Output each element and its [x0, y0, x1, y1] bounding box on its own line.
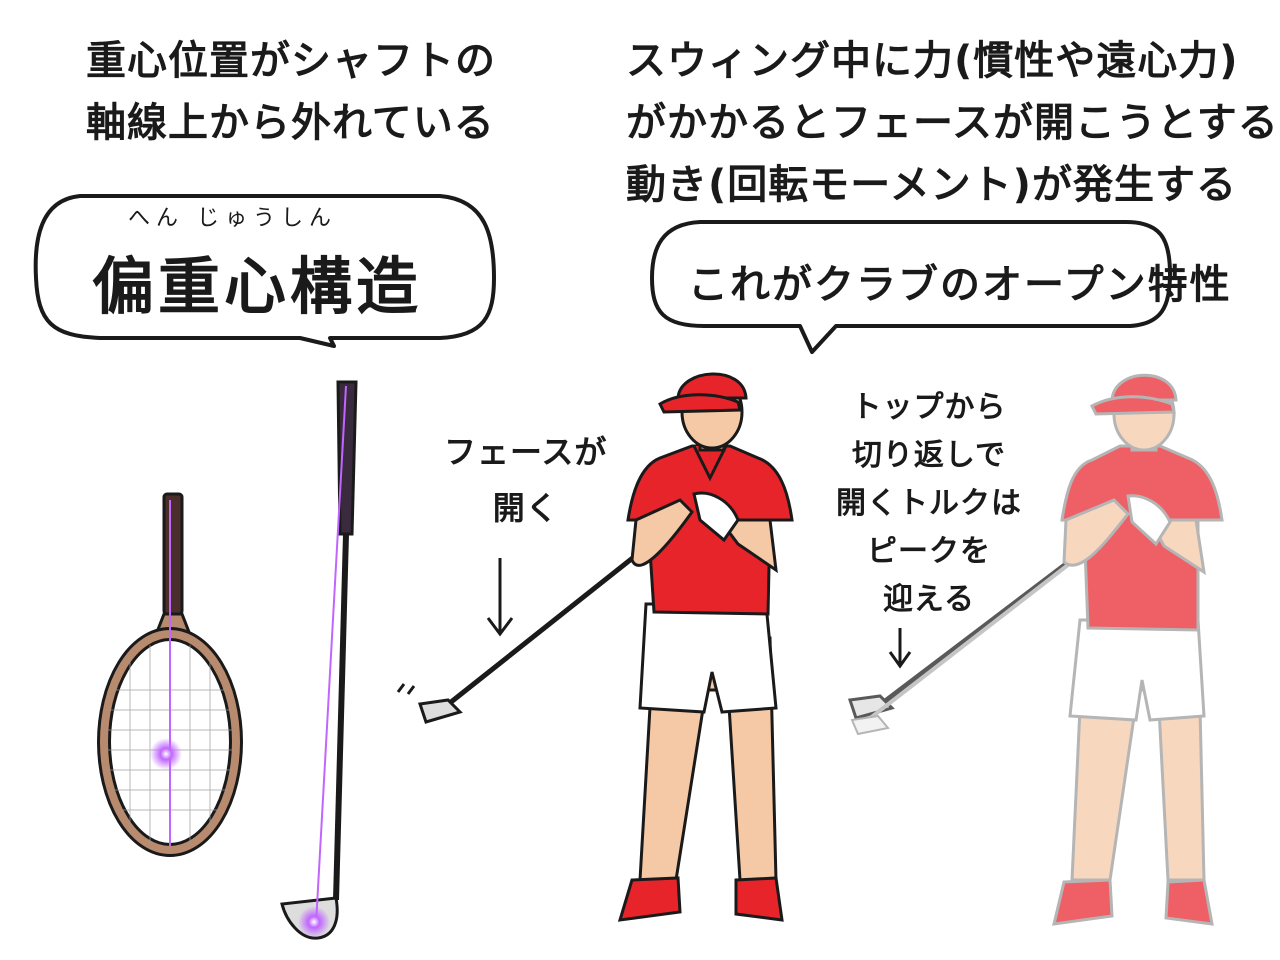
caption-right-line2: がかかるとフェースが開こうとする [626, 100, 1279, 146]
caption-right-line3: 動き(回転モーメント)が発生する [626, 162, 1237, 208]
speech-bubble-right [650, 220, 1172, 354]
label-torque-line5: 迎える [882, 582, 976, 617]
speech-bubble-left [33, 194, 496, 348]
golfer-figure-front [396, 372, 794, 922]
arrow-down-icon-face-open [486, 558, 514, 637]
caption-left-line1: 重心位置がシャフトの [86, 38, 496, 84]
club-center-of-gravity-icon [298, 906, 330, 938]
label-face-open: フェースが 開く [444, 424, 607, 536]
bubble-left-ruby: へん じゅうしん [128, 206, 337, 231]
bubble-left-title: 偏重心構造 [92, 250, 423, 323]
racket-center-of-gravity-icon [150, 738, 182, 770]
caption-right-line1: スウィング中に力(慣性や遠心力) [626, 38, 1239, 84]
caption-left-line2: 軸線上から外れている [86, 100, 495, 146]
caption-right: スウィング中に力(慣性や遠心力) がかかるとフェースが開こうとする 動き(回転モ… [626, 30, 1279, 216]
golf-club-vertical [280, 380, 358, 940]
caption-left: 重心位置がシャフトの 軸線上から外れている [86, 30, 496, 154]
label-torque-line4: ピークを [867, 534, 991, 569]
golfer-figure-faded [848, 373, 1224, 926]
label-torque-line3: 開くトルクは [836, 486, 1022, 521]
label-face-open-line1: フェースが [444, 433, 608, 471]
tennis-racket [97, 492, 243, 857]
label-face-open-line2: 開く [492, 489, 559, 527]
arrow-down-icon-torque [888, 628, 912, 669]
label-torque-line1: トップから [851, 390, 1007, 425]
bubble-right-title: これがクラブのオープン特性 [688, 262, 1232, 308]
label-torque: トップから 切り返しで 開くトルクは ピークを 迎える [836, 384, 1022, 624]
label-torque-line2: 切り返しで [851, 438, 1007, 473]
